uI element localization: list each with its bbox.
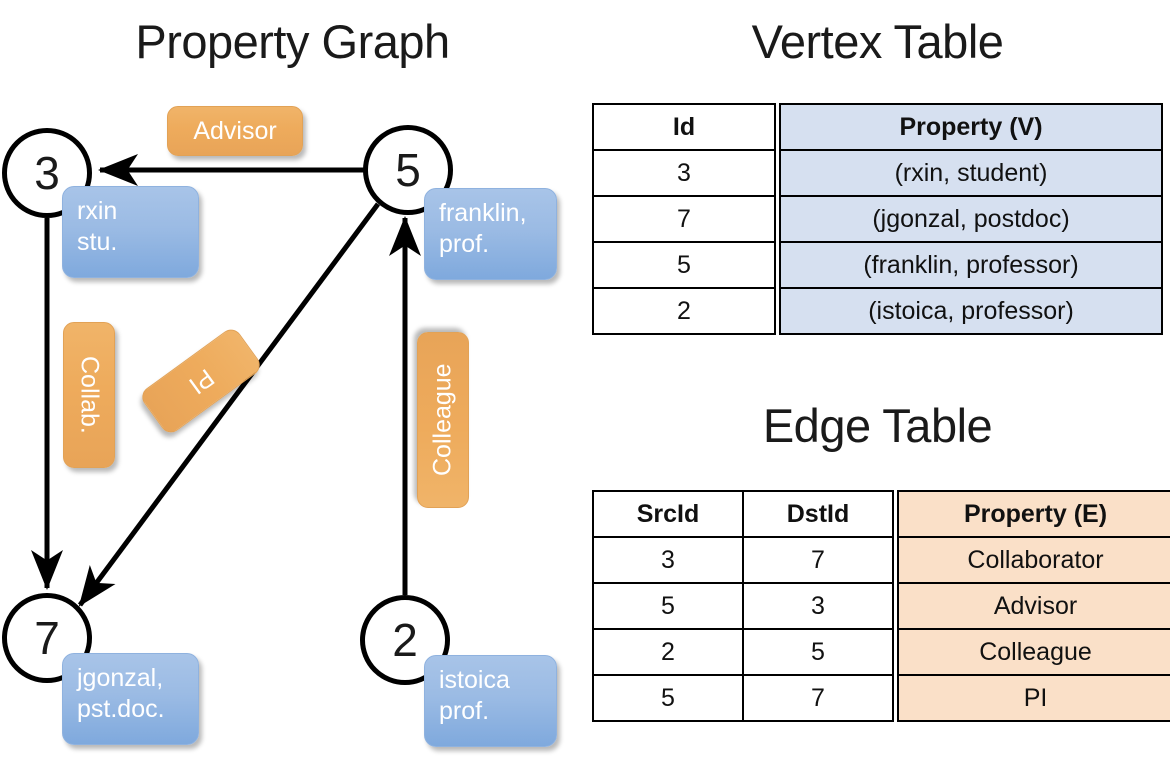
- vertex-cell-property: (istoica, professor): [779, 287, 1163, 335]
- table-row[interactable]: (rxin, student): [779, 149, 1163, 197]
- edge-cell-srcid: 5: [592, 582, 744, 630]
- node-2-property-box: istoica prof.: [424, 655, 557, 747]
- table-row[interactable]: (franklin, professor): [779, 241, 1163, 289]
- table-header-row: Id: [592, 103, 776, 151]
- node-5-property-line-2: prof.: [439, 229, 490, 258]
- graph-node-2[interactable]: 2: [360, 595, 450, 685]
- table-row[interactable]: 2: [592, 287, 776, 335]
- edge-cell-property: Collaborator: [897, 536, 1170, 584]
- table-row[interactable]: 5 7: [592, 674, 894, 722]
- node-7-property-line-1: jgonzal,: [77, 664, 164, 692]
- table-header-row: SrcId DstId: [592, 490, 894, 538]
- vertex-header-property: Property (V): [779, 103, 1163, 151]
- node-3-property-line-1: rxin: [77, 197, 118, 225]
- table-row[interactable]: 5 3: [592, 582, 894, 630]
- vertex-table-property-column: Property (V) (rxin, student) (jgonzal, p…: [779, 103, 1163, 335]
- table-row[interactable]: Advisor: [897, 582, 1170, 630]
- node-7-property-box: jgonzal, pst.doc.: [62, 653, 199, 745]
- node-5-property-line-1: franklin,: [439, 199, 527, 227]
- edge-cell-dstid: 7: [742, 536, 894, 584]
- table-row[interactable]: Collaborator: [897, 536, 1170, 584]
- edge-cell-property: PI: [897, 674, 1170, 722]
- node-2-property-line-1: istoica: [439, 666, 510, 694]
- edge-cell-dstid: 3: [742, 582, 894, 630]
- edge-cell-property: Advisor: [897, 582, 1170, 630]
- node-5-property-box: franklin, prof.: [424, 188, 557, 280]
- table-row[interactable]: (jgonzal, postdoc): [779, 195, 1163, 243]
- edge-cell-srcid: 3: [592, 536, 744, 584]
- property-graph-title: Property Graph: [135, 15, 450, 68]
- table-row[interactable]: 5: [592, 241, 776, 289]
- node-7-property-line-2: pst.doc.: [77, 694, 165, 723]
- graph-edges-svg: [31, 154, 421, 607]
- vertex-cell-id: 7: [592, 195, 776, 243]
- table-row[interactable]: PI: [897, 674, 1170, 722]
- vertex-cell-property: (rxin, student): [779, 149, 1163, 197]
- edge-label-colleague: Colleague: [417, 332, 469, 508]
- edge-cell-dstid: 5: [742, 628, 894, 676]
- edge-header-srcid: SrcId: [592, 490, 744, 538]
- edge-header-property: Property (E): [897, 490, 1170, 538]
- vertex-cell-id: 2: [592, 287, 776, 335]
- vertex-table: Id 3 7 5 2 Property (V) (rxin,: [592, 103, 1163, 335]
- vertex-cell-property: (franklin, professor): [779, 241, 1163, 289]
- node-3-property-line-2: stu.: [77, 227, 118, 256]
- graph-node-5[interactable]: 5: [363, 125, 453, 215]
- table-row[interactable]: 3 7: [592, 536, 894, 584]
- edge-label-advisor: Advisor: [167, 106, 303, 156]
- edge-pi-5-to-7: [77, 202, 381, 607]
- table-row[interactable]: 3: [592, 149, 776, 197]
- edge-cell-dstid: 7: [742, 674, 894, 722]
- edge-label-collab: Collab.: [63, 322, 115, 468]
- vertex-cell-id: 3: [592, 149, 776, 197]
- edge-table-property-column: Property (E) Collaborator Advisor Collea…: [897, 490, 1170, 722]
- edge-table-id-columns: SrcId DstId 3 7 5 3 2 5 5 7: [592, 490, 894, 722]
- table-row[interactable]: 2 5: [592, 628, 894, 676]
- table-row[interactable]: 7: [592, 195, 776, 243]
- node-2-property-line-2: prof.: [439, 696, 490, 725]
- edge-table-title: Edge Table: [762, 399, 993, 452]
- edge-cell-srcid: 5: [592, 674, 744, 722]
- edge-header-dstid: DstId: [742, 490, 894, 538]
- edge-table: SrcId DstId 3 7 5 3 2 5 5 7: [592, 490, 1170, 722]
- table-header-row: Property (V): [779, 103, 1163, 151]
- vertex-header-id: Id: [592, 103, 776, 151]
- vertex-table-id-column: Id 3 7 5 2: [592, 103, 776, 335]
- property-graph-panel: Property Graph 3 5 7 2 rxin stu. frankli…: [2, 15, 557, 747]
- edge-cell-property: Colleague: [897, 628, 1170, 676]
- table-row[interactable]: (istoica, professor): [779, 287, 1163, 335]
- table-row[interactable]: Colleague: [897, 628, 1170, 676]
- vertex-cell-property: (jgonzal, postdoc): [779, 195, 1163, 243]
- vertex-cell-id: 5: [592, 241, 776, 289]
- table-header-row: Property (E): [897, 490, 1170, 538]
- vertex-table-title: Vertex Table: [751, 15, 1004, 68]
- node-3-property-box: rxin stu.: [62, 186, 199, 278]
- edge-cell-srcid: 2: [592, 628, 744, 676]
